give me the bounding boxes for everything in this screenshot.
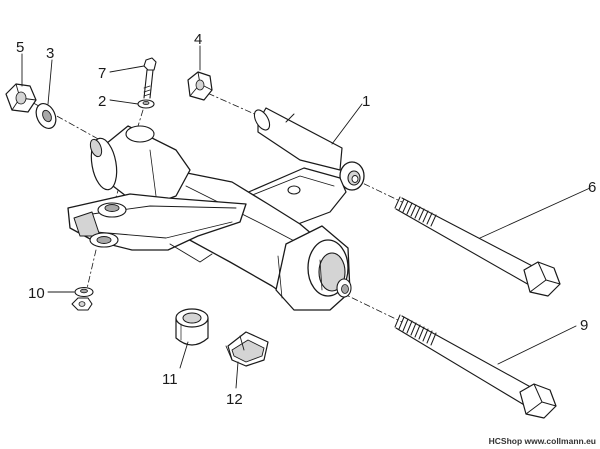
washer-3 [35, 103, 57, 129]
swing-arm [145, 107, 365, 311]
callout-1: 1 [362, 93, 370, 110]
long-bolt-lower [394, 314, 557, 419]
short-bolt [143, 57, 157, 99]
bushing-11 [175, 308, 209, 346]
upper-pivot-shaft [257, 107, 343, 171]
callout-11: 11 [162, 371, 178, 388]
washer-2 [137, 99, 155, 109]
mount-boss [89, 125, 191, 205]
hex-nut-5 [5, 83, 37, 113]
hex-nut-4 [187, 71, 213, 101]
upper-bolt-hex-head [523, 261, 561, 297]
callout-10: 10 [28, 285, 45, 302]
clip-12 [225, 331, 269, 367]
callout-2: 2 [98, 93, 106, 110]
lower-bolt-hex-head [519, 383, 557, 419]
callout-9: 9 [580, 317, 588, 334]
long-bolt-upper [394, 196, 561, 297]
callout-7: 7 [98, 65, 106, 82]
watermark: HCShop www.collmann.eu [489, 436, 596, 446]
callout-5: 5 [16, 39, 24, 56]
callout-12: 12 [226, 391, 243, 408]
callout-3: 3 [46, 45, 54, 62]
callout-labels: 1 2 3 4 5 6 7 9 10 11 12 [16, 31, 596, 408]
callout-4: 4 [194, 31, 202, 48]
callout-6: 6 [588, 179, 596, 196]
upper-bolt-thread [394, 196, 437, 227]
bracket-hole [287, 185, 301, 195]
lower-bolt-thread [394, 314, 437, 346]
leader-lines [21, 45, 591, 389]
washer-nut-10 [71, 286, 94, 311]
clamp-plate [67, 193, 247, 263]
